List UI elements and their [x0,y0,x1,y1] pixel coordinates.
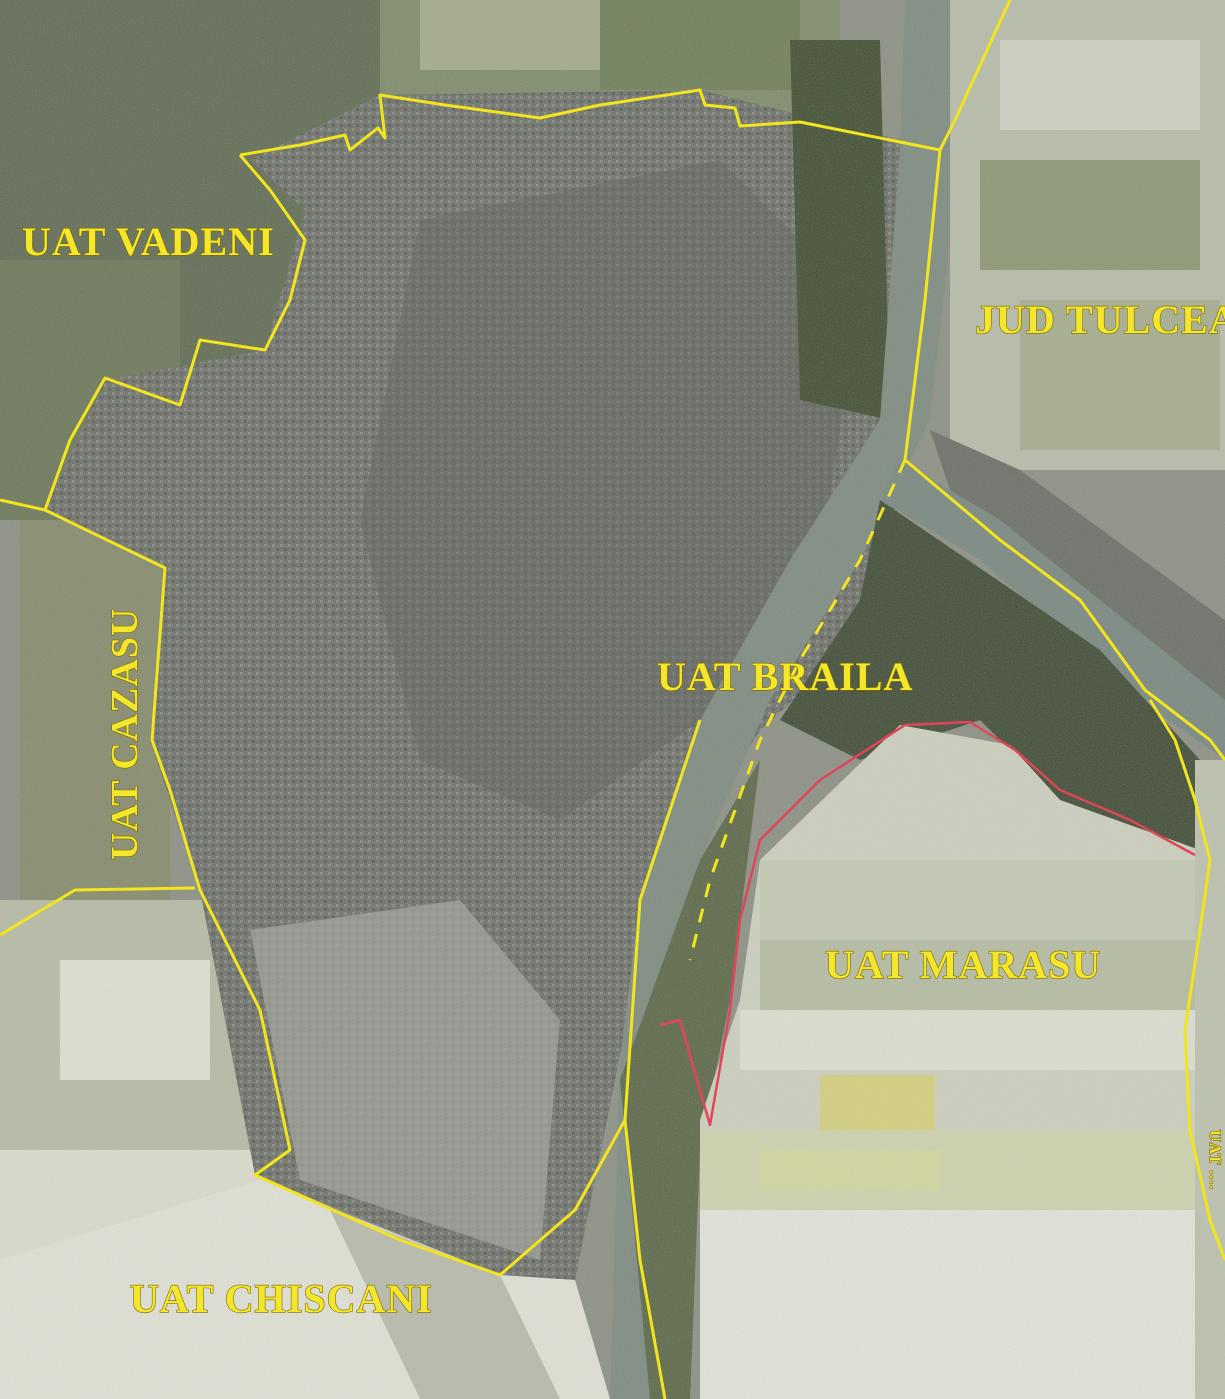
highlight-boundary-marasu [659,720,1196,1127]
label-uat-vadeni: UAT VADENI [22,219,275,264]
label-uat-cazasu: UAT CAZASU [104,608,146,860]
boundary-marasu-west [623,1119,667,1399]
label-uat-braila: UAT BRAILA [657,654,913,699]
boundary-tulcea-west [903,0,1012,461]
boundary-braila-southwest [0,498,702,1277]
boundary-north [239,88,941,157]
boundary-river-centerline [688,459,907,961]
label-uat-chiscani: UAT CHISCANI [130,1276,433,1321]
label-jud-tulcea: JUD TULCEA [975,297,1225,342]
boundary-tulcea-south [904,458,1225,761]
boundary-vadeni [43,154,307,511]
label-uat-marasu: UAT MARASU [825,942,1101,987]
boundary-cazasu-chiscani [0,886,196,937]
label-uat-right-edge: UAT .... [1206,1130,1223,1190]
boundary-east [1148,699,1225,1261]
